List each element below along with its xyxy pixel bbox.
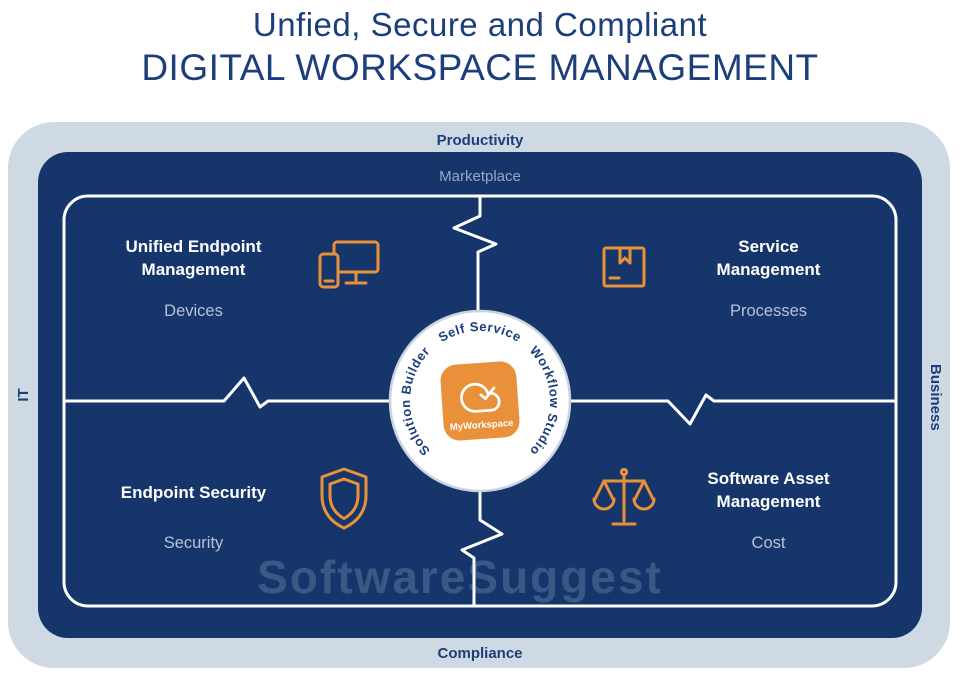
quadrant-subtitle: Devices — [164, 302, 223, 320]
quadrant-title: Endpoint Security — [120, 483, 267, 502]
myworkspace-hub: Self Service Workflow Studio Solution Bu… — [388, 309, 572, 493]
scales-icon — [592, 467, 656, 526]
marketplace-label: Marketplace — [439, 168, 521, 185]
quadrant-subtitle: Security — [163, 534, 224, 552]
quadrant-title: Software Asset Management — [707, 469, 830, 511]
quadrant-unified-endpoint-management: Unified Endpoint Management Devices — [86, 236, 386, 336]
quadrant-subtitle: Processes — [729, 302, 808, 320]
quadrant-service-management: Service Management Processes — [576, 236, 876, 336]
quadrant-title: Unified Endpoint Management — [125, 237, 262, 279]
cloud-icon — [460, 382, 501, 413]
frame-label-it: IT — [15, 388, 32, 402]
frame-label-business: Business — [927, 364, 944, 431]
page-title-line1: Unfied, Secure and Compliant — [252, 6, 708, 43]
frame-label-productivity: Productivity — [436, 132, 524, 149]
page-title-line2: DIGITAL WORKSPACE MANAGEMENT — [141, 47, 819, 88]
quadrant-software-asset-management: Software Asset Management Cost — [576, 467, 876, 568]
shield-icon — [320, 467, 368, 530]
quadrant-subtitle: Cost — [751, 534, 786, 552]
package-icon — [602, 246, 646, 288]
quadrant-title: Service Management — [716, 237, 821, 279]
devices-icon — [318, 240, 380, 289]
hub-product-name: MyWorkspace — [450, 418, 514, 433]
myworkspace-app-icon: MyWorkspace — [440, 361, 520, 441]
frame-label-compliance: Compliance — [437, 645, 523, 662]
page-title: Unfied, Secure and Compliant DIGITAL WOR… — [0, 6, 960, 89]
quadrant-endpoint-security: Endpoint Security Security — [86, 467, 386, 574]
check-icon — [479, 386, 496, 401]
